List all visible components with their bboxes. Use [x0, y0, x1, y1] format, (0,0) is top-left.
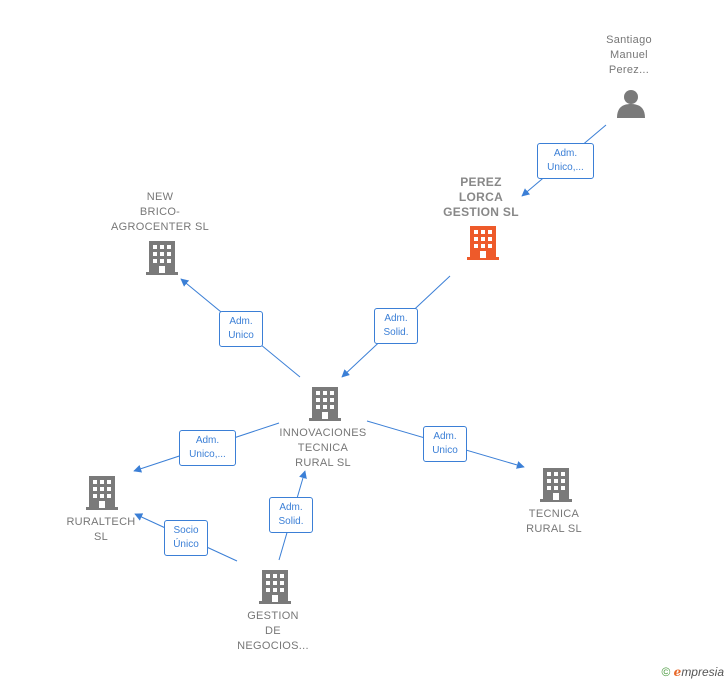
node-label-tecnica-rural[interactable]: TECNICA RURAL SL [526, 508, 582, 535]
node-label-santiago[interactable]: Santiago Manuel Perez... [606, 34, 652, 76]
brand-logo-initial: e [673, 665, 682, 679]
node-label-perez-lorca[interactable]: PEREZ LORCA GESTION SL [443, 175, 519, 219]
edge-label-innovaciones-tecnica[interactable]: Adm. Unico [423, 426, 467, 462]
building-icon[interactable] [86, 476, 118, 510]
building-icon[interactable] [309, 387, 341, 421]
edge-label-gestion-innovaciones[interactable]: Adm. Solid. [269, 497, 313, 533]
edge-label-innovaciones-newbrico[interactable]: Adm. Unico [219, 311, 263, 347]
edge-label-gestion-ruraltech[interactable]: Socio Único [164, 520, 208, 556]
node-label-new-brico[interactable]: NEW BRICO- AGROCENTER SL [110, 191, 210, 233]
building-icon[interactable] [146, 241, 178, 275]
node-label-ruraltech[interactable]: RURALTECH SL [66, 516, 136, 543]
building-icon[interactable] [259, 570, 291, 604]
building-icon[interactable] [467, 226, 499, 260]
edge-label-innovaciones-ruraltech[interactable]: Adm. Unico,... [179, 430, 236, 466]
brand-name: mpresia [681, 665, 724, 679]
edge-label-perez-innovaciones[interactable]: Adm. Solid. [374, 308, 418, 344]
building-icon[interactable] [540, 468, 572, 502]
copyright-symbol: © [661, 665, 671, 679]
brand-footer[interactable]: © empresia [661, 665, 724, 679]
edge-label-santiago-perez[interactable]: Adm. Unico,... [537, 143, 594, 179]
node-label-gestion-negocios[interactable]: GESTION DE NEGOCIOS... [237, 610, 309, 652]
node-label-innovaciones[interactable]: INNOVACIONES TECNICA RURAL SL [279, 427, 367, 469]
person-icon[interactable] [616, 88, 646, 118]
